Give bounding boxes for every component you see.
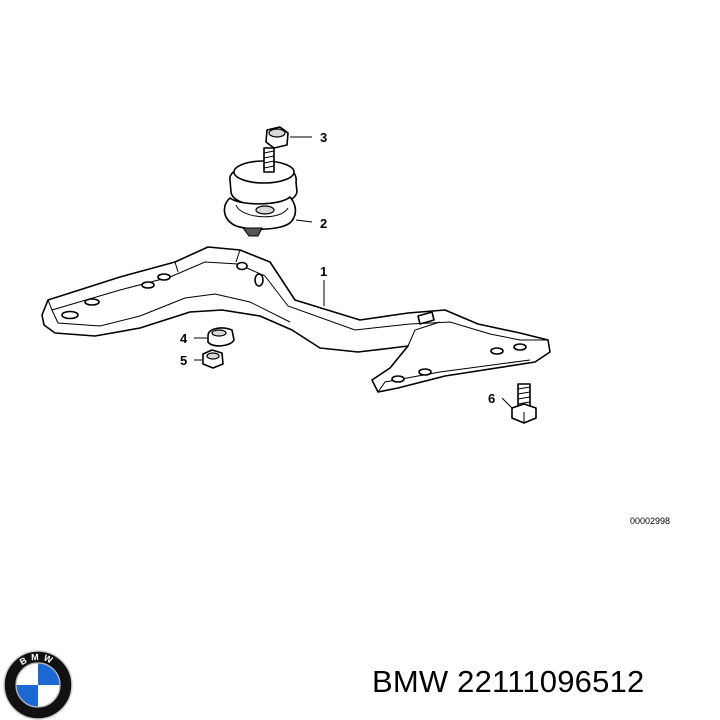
nut-part-5 — [202, 349, 224, 369]
nut-part-3 — [263, 126, 289, 173]
washer-part-4 — [207, 327, 235, 347]
part-caption: BMW 22111096512 — [372, 664, 645, 699]
callout-2: 2 — [320, 216, 327, 231]
callout-3: 3 — [320, 130, 327, 145]
reference-code: 00002998 — [630, 516, 670, 526]
callout-6: 6 — [488, 391, 495, 406]
callout-4: 4 — [180, 331, 188, 346]
rubber-mount-part — [223, 160, 298, 237]
crossmember-part — [41, 246, 551, 393]
bolt-part-6 — [511, 383, 537, 424]
callout-1: 1 — [320, 264, 327, 279]
bmw-logo: BMW — [3, 650, 73, 720]
leader-lines — [194, 136, 513, 409]
callout-5: 5 — [180, 353, 187, 368]
